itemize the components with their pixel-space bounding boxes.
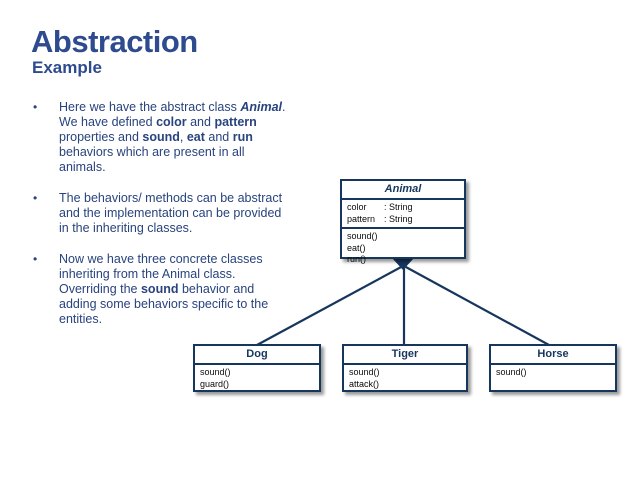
method-label: sound() xyxy=(347,231,378,241)
attribute-type: : String xyxy=(384,202,413,212)
attribute-row: pattern : String xyxy=(347,214,459,226)
bullet-line: entities. xyxy=(59,312,103,326)
bullet-item: • Here we have the abstract class Animal.… xyxy=(33,100,343,175)
bullet-line: The behaviors/ methods can be abstract xyxy=(59,191,283,205)
attribute-name: pattern xyxy=(347,213,376,224)
class-methods-horse: sound() xyxy=(491,365,615,390)
attribute-row: color : String xyxy=(347,202,459,214)
bullet-marker: • xyxy=(33,100,38,114)
bullet-line: and the implementation can be provided xyxy=(59,206,282,220)
bullet-line: behaviors which are present in all xyxy=(59,145,245,159)
method-label: sound() xyxy=(200,367,231,377)
class-name-animal: Animal xyxy=(342,181,464,200)
bullet-marker: • xyxy=(33,191,38,205)
method-label: sound() xyxy=(496,367,527,377)
inheritance-line-horse xyxy=(403,265,550,346)
page-title: Abstraction xyxy=(31,24,198,59)
method-label: guard() xyxy=(200,378,230,389)
class-methods-tiger: sound() attack() xyxy=(344,365,466,392)
class-box-tiger: Tiger sound() attack() xyxy=(342,344,468,392)
class-methods-dog: sound() guard() xyxy=(195,365,319,392)
page-subtitle: Example xyxy=(32,58,102,77)
attribute-type: : String xyxy=(384,213,413,224)
bullet-line: Overriding the sound behavior and xyxy=(59,282,255,296)
method-label: eat() xyxy=(347,242,366,253)
method-label: attack() xyxy=(349,378,380,389)
class-name-horse: Horse xyxy=(491,346,615,365)
class-box-dog: Dog sound() guard() xyxy=(193,344,321,392)
bullet-line: Here we have the abstract class Animal. xyxy=(59,100,286,114)
class-name-tiger: Tiger xyxy=(344,346,466,365)
attribute-name: color xyxy=(347,202,367,212)
bullet-line: animals. xyxy=(59,160,106,174)
method-label: run() xyxy=(347,254,367,264)
bullet-marker: • xyxy=(33,252,38,266)
method-label: sound() xyxy=(349,367,380,377)
class-attributes-animal: color : String pattern : String xyxy=(342,200,464,229)
bullet-list: • Here we have the abstract class Animal.… xyxy=(33,100,343,343)
class-box-animal: Animal color : String pattern : String sou… xyxy=(340,179,466,264)
bullet-line: adding some behaviors specific to the xyxy=(59,297,269,311)
bullet-line: in the inheriting classes. xyxy=(59,221,193,235)
bullet-line: inheriting from the Animal class. xyxy=(59,267,236,281)
bullet-line: Now we have three concrete classes xyxy=(59,252,263,266)
class-box-horse: Horse sound() xyxy=(489,344,617,392)
class-methods-animal: sound() eat() run() xyxy=(342,229,464,268)
bullet-text: Here we have the abstract class Animal.W… xyxy=(59,100,343,175)
bullet-line: properties and sound, eat and run xyxy=(59,130,253,144)
bullet-line: We have defined color and pattern xyxy=(59,115,257,129)
class-name-dog: Dog xyxy=(195,346,319,365)
